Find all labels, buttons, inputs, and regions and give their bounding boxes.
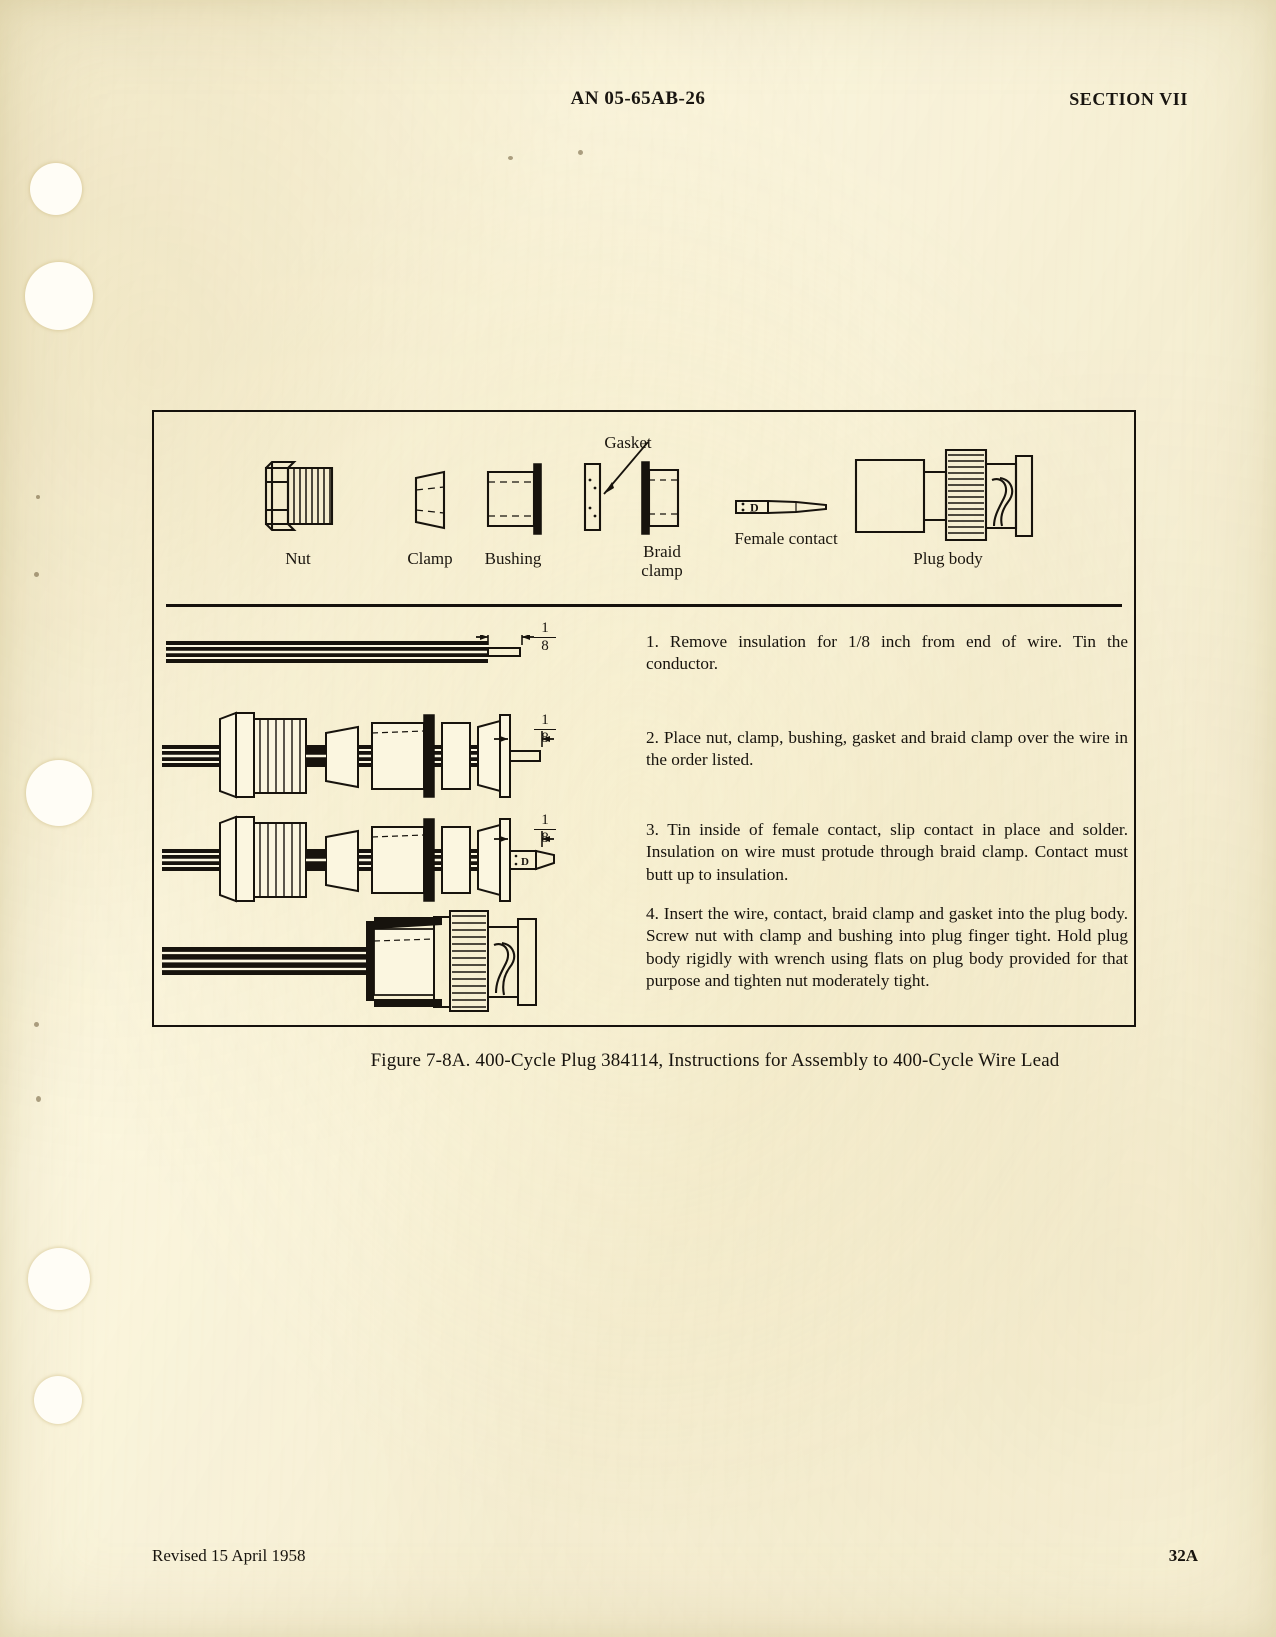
fraction-numerator: 1 — [534, 621, 556, 638]
step-4-text: 4. Insert the wire, contact, braid clamp… — [646, 904, 1128, 991]
braid-clamp-line-1: Braid — [643, 542, 681, 561]
figure-divider-rule — [166, 604, 1122, 607]
punch-hole — [28, 1248, 90, 1310]
dimension-1-8-step2: 1 8 — [534, 713, 556, 746]
step-3-text: 3. Tin inside of female contact, slip co… — [646, 820, 1128, 884]
punch-hole — [30, 163, 82, 215]
bushing-icon — [482, 460, 552, 536]
fraction-numerator: 1 — [534, 713, 556, 730]
female-contact-icon: D — [734, 494, 834, 520]
nut-icon — [258, 452, 340, 538]
braid-clamp-line-2: clamp — [641, 560, 683, 580]
part-label-bushing: Bushing — [484, 549, 542, 568]
part-label-female-contact: Female contact — [734, 529, 838, 548]
parts-legend-row: Nut Clamp Bushing — [152, 410, 1136, 604]
clamp-icon — [406, 470, 454, 532]
step-3-diagram: D — [158, 805, 558, 907]
figure-caption: Figure 7-8A. 400-Cycle Plug 384114, Inst… — [370, 1050, 1060, 1071]
step-4-diagram — [158, 903, 558, 1013]
part-label-braid-clamp: Braid clamp — [602, 542, 722, 580]
part-label-gasket: Gasket — [604, 433, 652, 452]
gasket-icon — [578, 458, 606, 536]
document-number: AN 05-65AB-26 — [570, 88, 706, 109]
punch-hole — [25, 262, 93, 330]
punch-hole — [34, 1376, 82, 1424]
paper-speck — [508, 156, 513, 160]
paper-speck — [578, 150, 583, 155]
step-1-text: 1. Remove insulation for 1/8 inch from e… — [646, 632, 1128, 674]
dimension-1-8-step3: 1 8 — [534, 813, 556, 846]
dimension-1-8-step1: 1 8 — [534, 621, 556, 654]
plug-body-icon — [852, 442, 1040, 546]
svg-text:D: D — [521, 856, 529, 868]
part-label-plug-body: Plug body — [913, 549, 983, 568]
section-label: SECTION VII — [1069, 89, 1188, 109]
step-2-text: 2. Place nut, clamp, bushing, gasket and… — [646, 728, 1128, 770]
figure-border — [152, 410, 1136, 1027]
part-label-clamp: Clamp — [407, 549, 453, 568]
page-footer: Revised 15 April 1958 32A — [152, 1546, 1198, 1572]
paper-speck — [36, 1096, 41, 1102]
revision-date: Revised 15 April 1958 — [152, 1546, 306, 1565]
svg-text:D: D — [750, 501, 759, 515]
fraction-numerator: 1 — [534, 813, 556, 830]
step-2-diagram — [158, 701, 558, 803]
paper-speck — [34, 572, 39, 577]
fraction-denominator: 8 — [541, 638, 549, 654]
running-head: AN 05-65AB-26 SECTION VII — [0, 88, 1276, 114]
paper-speck — [34, 1022, 39, 1027]
braid-clamp-icon — [632, 458, 694, 538]
page-number: 32A — [1168, 1546, 1198, 1565]
part-label-nut: Nut — [285, 549, 311, 568]
fraction-denominator: 8 — [541, 830, 549, 846]
paper-speck — [36, 495, 40, 499]
step-1-diagram — [158, 635, 558, 671]
punch-hole — [26, 760, 92, 826]
gasket-leader-line — [590, 438, 656, 504]
assembly-steps-area: 1 8 1. Remove insulation for 1/8 inch fr… — [152, 607, 1136, 1027]
fraction-denominator: 8 — [541, 730, 549, 746]
